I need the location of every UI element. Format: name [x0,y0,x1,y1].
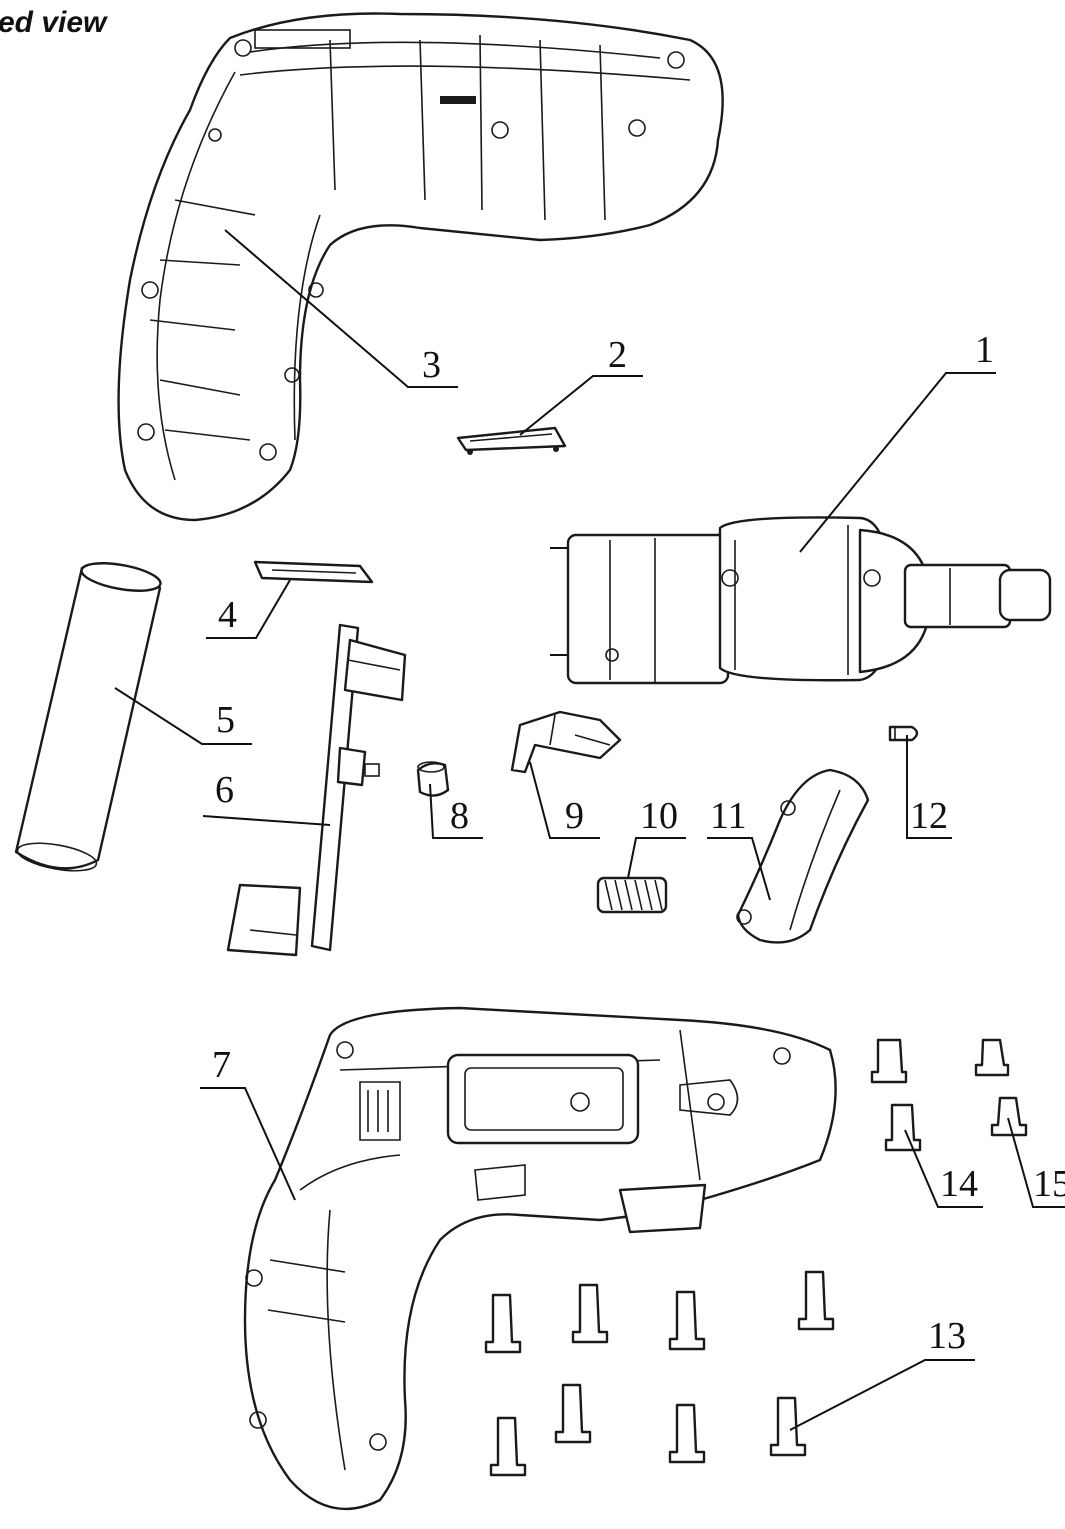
battery-bracket [226,623,407,957]
callout-12: 12 [910,795,948,837]
callout-11: 11 [710,795,747,837]
right-housing-half [243,1006,837,1511]
small-cylinder [416,761,450,797]
callout-10: 10 [640,795,678,837]
contact-plate [253,560,374,584]
callout-5: 5 [216,699,235,741]
callout-3: 3 [422,344,441,386]
callout-9: 9 [565,795,584,837]
screw-set-14 [870,1038,922,1152]
small-pin [888,725,919,742]
left-housing-half [117,12,724,522]
diagram-title: ed view [0,6,107,39]
callout-6: 6 [215,769,234,811]
screw-set-13 [484,1270,835,1477]
callout-15: 15 [1033,1163,1065,1205]
callout-2: 2 [608,334,627,376]
motor-gearbox [550,516,1052,685]
callout-4: 4 [218,594,237,636]
callout-14: 14 [940,1163,978,1205]
callout-labels: 1 2 3 4 5 6 7 8 9 10 11 12 13 14 15 [212,329,1065,1357]
switch-lever [510,710,622,774]
leader-lines [114,229,1065,1431]
battery-cell [14,562,162,872]
spring [596,876,668,914]
callout-7: 7 [212,1044,231,1086]
callout-13: 13 [928,1315,966,1357]
screw-set-15 [974,1038,1028,1137]
callout-8: 8 [450,795,469,837]
callout-1: 1 [975,329,994,371]
small-plate [456,426,567,455]
